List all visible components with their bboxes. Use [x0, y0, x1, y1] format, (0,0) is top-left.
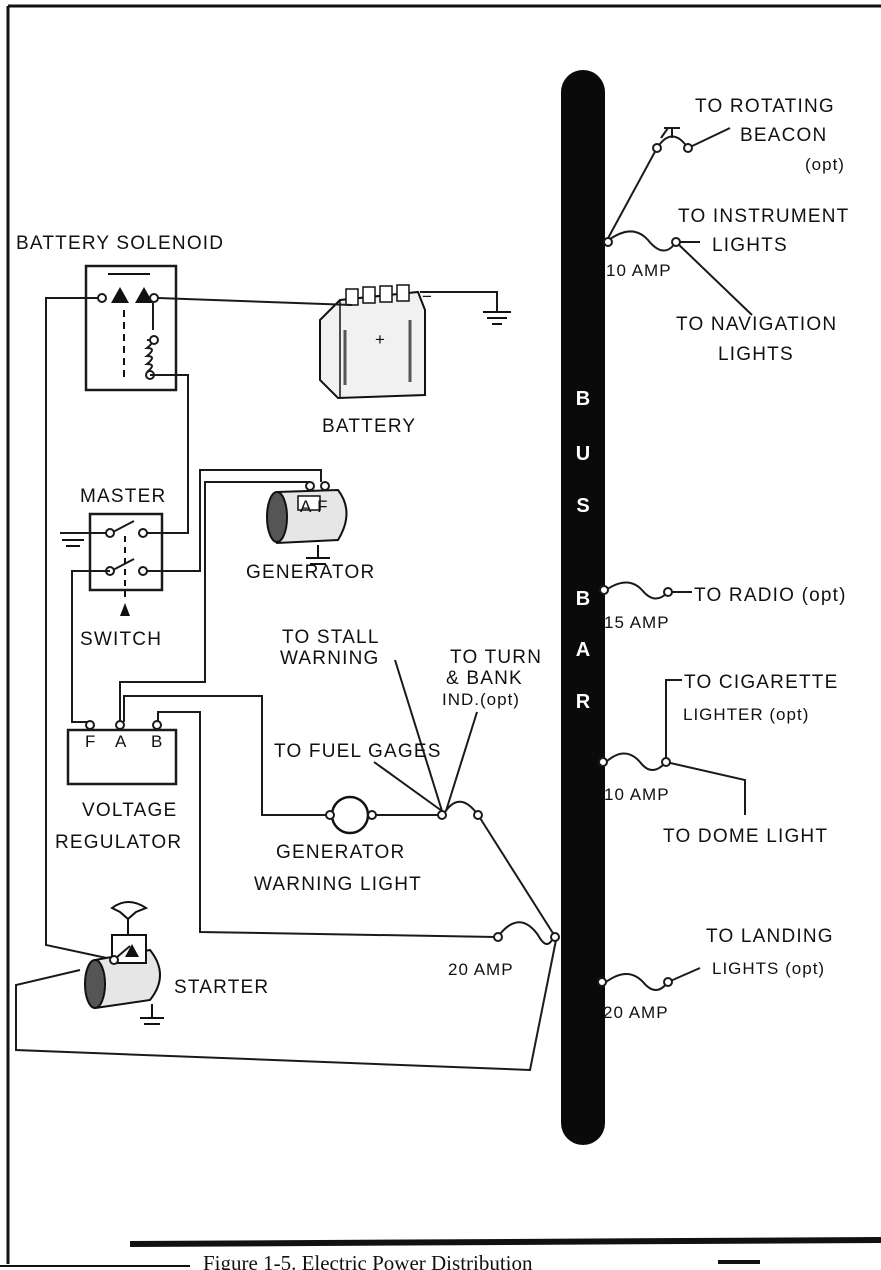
- starter: STARTER: [84, 901, 269, 1025]
- voltage-regulator: F A B VOLTAGE REGULATOR: [55, 720, 182, 853]
- generator-warning-light-label-line1: GENERATOR: [276, 842, 405, 863]
- bus-letter-3: S: [576, 495, 589, 517]
- generator-label: GENERATOR: [246, 562, 375, 583]
- cigarette-lighter-label-line2: LIGHTER (opt): [683, 705, 809, 724]
- rotating-beacon-label-line3: (opt): [805, 155, 845, 174]
- rotating-beacon-circuit: TO ROTATING BEACON (opt): [605, 96, 845, 243]
- turn-bank-label-line2: & BANK: [446, 668, 523, 689]
- figure-caption: Figure 1-5. Electric Power Distribution: [203, 1251, 533, 1270]
- generator: A F GENERATOR: [246, 481, 375, 583]
- voltage-regulator-label-line2: REGULATOR: [55, 832, 182, 853]
- landing-lights-label-line1: TO LANDING: [706, 926, 834, 947]
- starter-label: STARTER: [174, 977, 269, 998]
- master-label: MASTER: [80, 486, 166, 507]
- generator-terminals-label: A F: [300, 497, 329, 516]
- master-switch: MASTER SWITCH: [80, 486, 166, 650]
- page-frame: [0, 4, 881, 1267]
- radio-fuse-rating: 15 AMP: [604, 613, 670, 632]
- battery-minus-sign: −: [422, 287, 433, 306]
- rotating-beacon-label-line1: TO ROTATING: [695, 96, 835, 117]
- bus-letter-4: B: [576, 588, 590, 610]
- navigation-lights-label-line2: LIGHTS: [718, 344, 794, 365]
- instrument-lights-circuit: TO INSTRUMENT LIGHTS 10 AMP TO NAVIGATIO…: [603, 206, 849, 365]
- regulator-terminal-a: A: [115, 732, 127, 751]
- battery-plus-sign: +: [375, 330, 386, 349]
- bus-letter-2: U: [576, 443, 590, 465]
- battery-label: BATTERY: [322, 416, 416, 437]
- dome-light-label: TO DOME LIGHT: [663, 826, 828, 847]
- cigarette-lighter-label-line1: TO CIGARETTE: [684, 672, 838, 693]
- generator-circuit-fuse-rating: 20 AMP: [448, 960, 514, 979]
- cigarette-fuse-rating: 10 AMP: [604, 785, 670, 804]
- navigation-lights-label-line1: TO NAVIGATION: [676, 314, 837, 335]
- turn-bank-label-line3: IND.(opt): [442, 690, 520, 709]
- radio-label: TO RADIO (opt): [694, 585, 847, 606]
- instrument-lights-label-line2: LIGHTS: [712, 235, 788, 256]
- landing-lights-label-line2: LIGHTS (opt): [712, 959, 825, 978]
- instrument-fuse-rating: 10 AMP: [606, 261, 672, 280]
- instrument-lights-label-line1: TO INSTRUMENT: [678, 206, 849, 227]
- cigarette-dome-circuit: TO CIGARETTE LIGHTER (opt) 10 AMP TO DOM…: [598, 672, 838, 847]
- battery-solenoid: BATTERY SOLENOID: [16, 233, 224, 392]
- turn-bank-label-line1: TO TURN: [450, 647, 542, 668]
- battery: + − BATTERY: [319, 284, 433, 437]
- generator-warning-light: GENERATOR WARNING LIGHT: [254, 795, 422, 895]
- landing-lights-circuit: TO LANDING LIGHTS (opt) 20 AMP: [597, 926, 834, 1022]
- stall-warning-label-line2: WARNING: [280, 648, 380, 669]
- rotating-beacon-label-line2: BEACON: [740, 125, 827, 146]
- bus-letter-5: A: [576, 639, 590, 661]
- switch-label: SWITCH: [80, 629, 162, 650]
- bus-letter-6: R: [576, 691, 591, 713]
- regulator-terminal-b: B: [151, 732, 163, 751]
- stall-warning-label-line1: TO STALL: [282, 627, 380, 648]
- radio-circuit: TO RADIO (opt) 15 AMP: [599, 581, 847, 632]
- battery-ground-symbol: [483, 311, 511, 325]
- regulator-terminal-f: F: [85, 732, 96, 751]
- voltage-regulator-label-line1: VOLTAGE: [82, 800, 177, 821]
- bus-bar: B U S B A R: [561, 70, 605, 1145]
- fuel-gages-label: TO FUEL GAGES: [274, 741, 442, 762]
- bus-letter-1: B: [576, 388, 590, 410]
- generator-warning-light-label-line2: WARNING LIGHT: [254, 874, 422, 895]
- master-ground-symbol: [62, 539, 84, 547]
- landing-fuse-rating: 20 AMP: [603, 1003, 669, 1022]
- battery-solenoid-label: BATTERY SOLENOID: [16, 233, 224, 254]
